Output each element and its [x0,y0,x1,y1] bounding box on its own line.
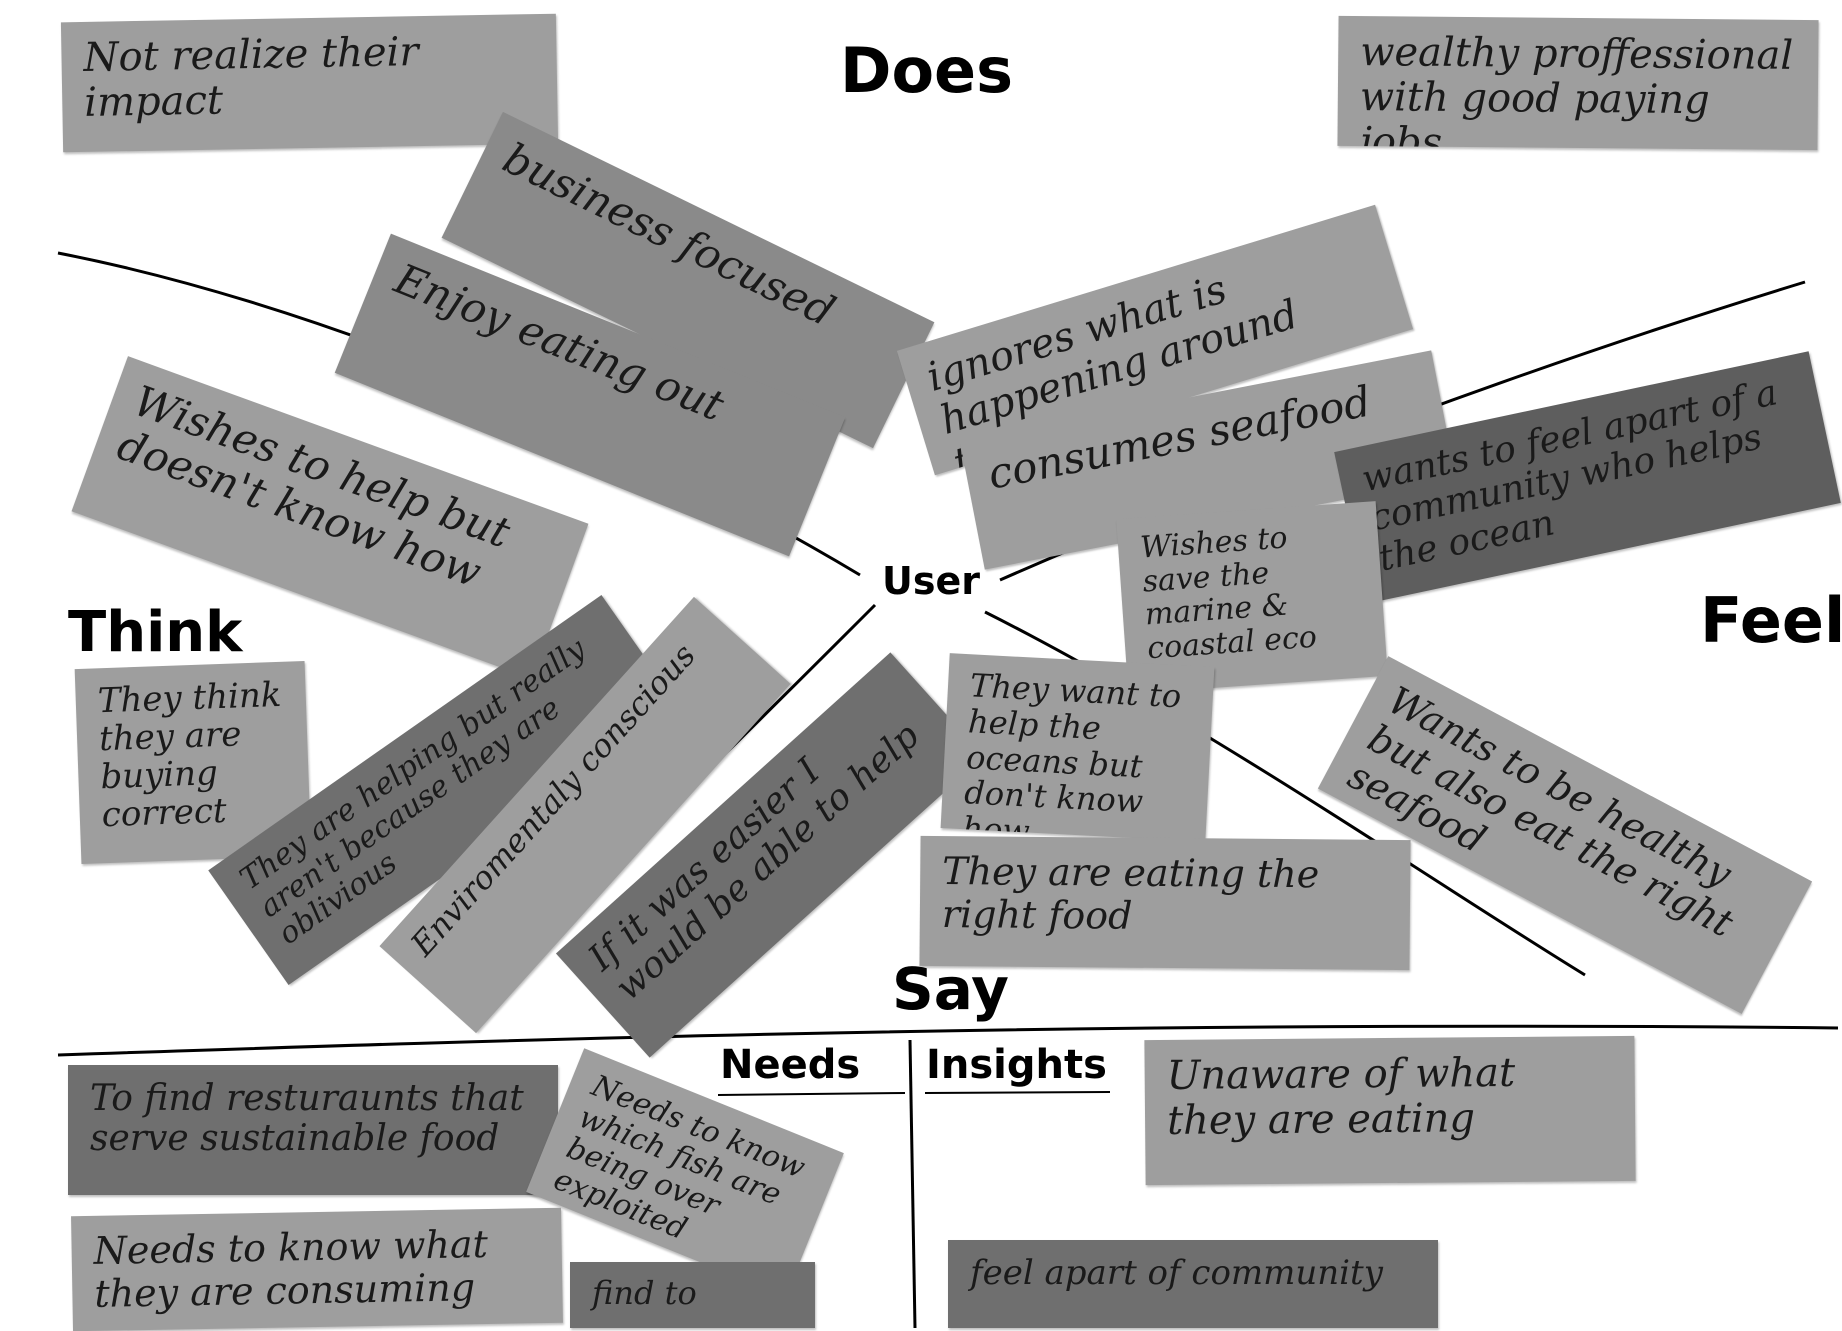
note-find-restaurants[interactable]: To find resturaunts that serve sustainab… [68,1065,558,1195]
note-want-help-oceans: They want to help the oceans but don't k… [940,653,1215,842]
insights-underline [924,1091,1111,1094]
note-find-to[interactable]: find to [570,1262,815,1328]
heading-say: Say [892,955,1009,1023]
note-feel-apart-community[interactable]: feel apart of community [948,1240,1438,1328]
note-eating-right-food: They are eating the right food [919,835,1411,971]
note-unaware-eating[interactable]: Unaware of what they are eating [1144,1035,1636,1186]
heading-think: Think [68,600,243,665]
heading-feel: Feel [1700,584,1842,657]
divider-horizontal [57,1024,1839,1057]
heading-user: User [882,559,980,603]
divider-vertical [908,1039,917,1328]
note-wealthy-professional: wealthy proffessional with good paying j… [1337,15,1819,151]
note-not-realize-impact: Not realize their impact [60,13,559,153]
heading-insights: Insights [926,1042,1107,1088]
needs-underline [717,1092,906,1096]
note-needs-know-consuming[interactable]: Needs to know what they are consuming [71,1207,563,1331]
heading-does: Does [840,34,1014,107]
heading-needs: Needs [720,1042,861,1088]
